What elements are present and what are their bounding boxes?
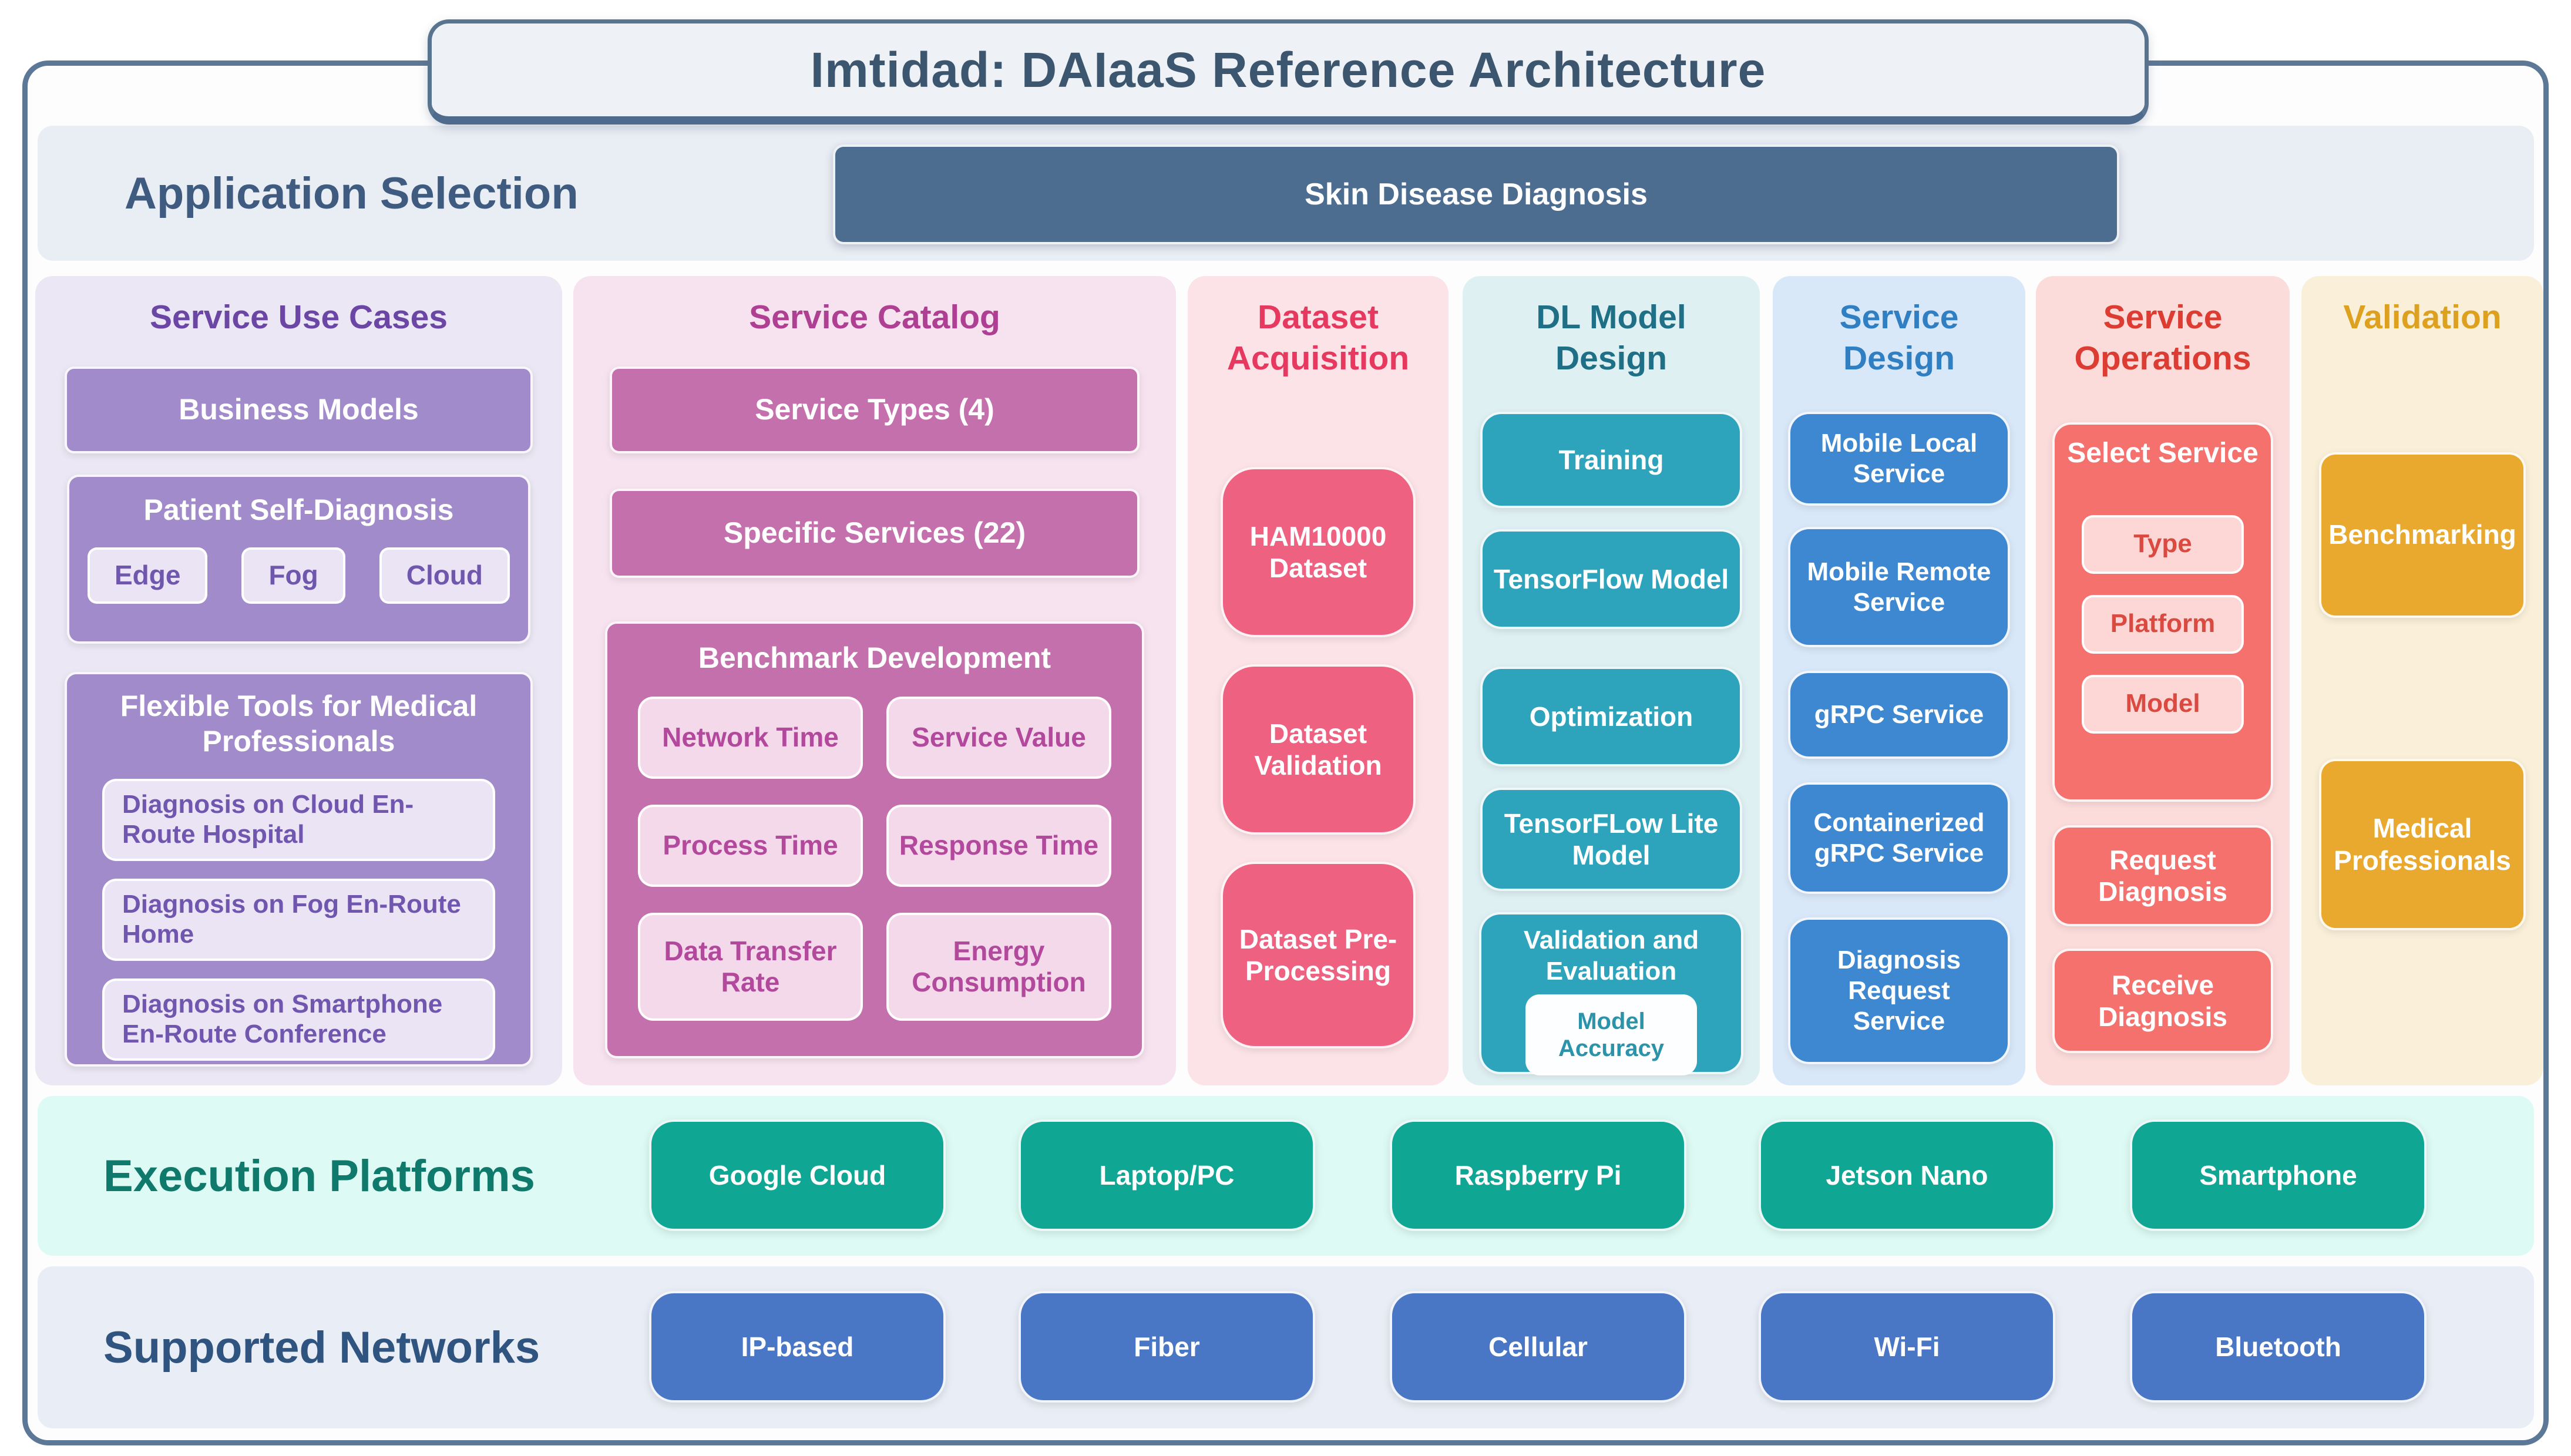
benchmark-development-title: Benchmark Development [698,641,1051,674]
network-bluetooth: Bluetooth [2130,1291,2427,1403]
chip-type: Type [2082,515,2244,574]
metric-energy-consumption: Energy Consumption [886,912,1111,1021]
specific-services-box: Specific Services (22) [610,488,1140,578]
execution-platforms-label: Execution Platforms [103,1151,535,1201]
model-accuracy-box: Model Accuracy [1525,994,1697,1075]
business-models-box: Business Models [65,366,533,453]
select-service-title: Select Service [2067,438,2259,469]
validation-evaluation-group: Validation and Evaluation Model Accuracy [1479,912,1743,1075]
validation-evaluation-title: Validation and Evaluation [1523,926,1699,986]
flexible-tools-group: Flexible Tools for Medical Professionals… [65,671,533,1067]
diagram-title: Imtidad: DAIaaS Reference Architecture [810,42,1766,97]
business-models-label: Business Models [179,393,419,426]
patient-self-diagnosis-group: Patient Self-Diagnosis Edge Fog Cloud [67,474,530,644]
specific-services-label: Specific Services (22) [723,516,1026,550]
flexible-tools-items: Diagnosis on Cloud En-Route Hospital Dia… [67,778,530,1061]
network-cellular: Cellular [1390,1291,1686,1403]
dataset-preprocessing-box: Dataset Pre-Processing [1221,862,1416,1049]
column-validation: Validation Benchmarking Medical Professi… [2301,276,2543,1085]
mobile-local-service-box: Mobile Local Service [1788,412,2010,506]
containerized-grpc-service-box: Containerized gRPC Service [1788,782,2010,895]
selected-application-box: Skin Disease Diagnosis [833,144,2119,244]
platform-google-cloud: Google Cloud [649,1119,946,1231]
deployment-chip-row: Edge Fog Cloud [69,547,528,604]
platform-raspberry-pi: Raspberry Pi [1390,1119,1686,1231]
platform-laptop-pc: Laptop/PC [1019,1119,1315,1231]
chip-edge: Edge [87,547,208,604]
chip-model: Model [2082,674,2244,734]
supported-networks-label: Supported Networks [103,1322,540,1373]
column-service-use-cases: Service Use Cases Business Models Patien… [35,276,562,1085]
medical-professionals-box: Medical Professionals [2319,758,2526,930]
service-catalog-title: Service Catalog [749,298,1000,336]
validation-title: Validation [2343,298,2502,336]
chip-cloud: Cloud [379,547,510,604]
metric-response-time: Response Time [886,804,1111,887]
flexible-tools-title: Flexible Tools for Medical Professionals [120,689,478,758]
dl-model-design-title: DL Model Design [1536,298,1686,377]
grpc-service-box: gRPC Service [1788,671,2010,759]
platform-jetson-nano: Jetson Nano [1759,1119,2055,1231]
chip-fog: Fog [241,547,345,604]
use-case-fog-home: Diagnosis on Fog En-Route Home [102,878,495,961]
metric-network-time: Network Time [638,696,863,779]
diagram-title-box: Imtidad: DAIaaS Reference Architecture [428,19,2149,125]
select-service-group: Select Service Type Platform Model [2052,422,2273,802]
column-service-catalog: Service Catalog Service Types (4) Specif… [573,276,1176,1085]
service-types-box: Service Types (4) [610,366,1140,453]
request-diagnosis-box: Request Diagnosis [2052,825,2273,927]
mobile-remote-service-box: Mobile Remote Service [1788,527,2010,648]
training-box: Training [1480,412,1742,509]
network-ip-based: IP-based [649,1291,946,1403]
metric-service-value: Service Value [886,696,1111,779]
column-service-design: Service Design Mobile Local Service Mobi… [1773,276,2025,1085]
benchmark-metrics-grid: Network Time Service Value Process Time … [638,696,1111,1021]
use-case-smartphone-conference: Diagnosis on Smartphone En-Route Confere… [102,978,495,1061]
dataset-acquisition-title: Dataset Acquisition [1226,298,1410,377]
receive-diagnosis-box: Receive Diagnosis [2052,949,2273,1054]
diagnosis-request-service-box: Diagnosis Request Service [1788,917,2010,1065]
chip-platform: Platform [2082,594,2244,654]
dataset-validation-box: Dataset Validation [1221,664,1416,835]
ham10000-dataset-box: HAM10000 Dataset [1221,467,1416,638]
column-service-operations: Service Operations Select Service Type P… [2036,276,2290,1085]
network-wifi: Wi-Fi [1759,1291,2055,1403]
service-use-cases-title: Service Use Cases [149,298,448,336]
service-types-label: Service Types (4) [755,393,994,426]
application-selection-label: Application Selection [125,168,579,218]
network-fiber: Fiber [1019,1291,1315,1403]
platform-smartphone: Smartphone [2130,1119,2427,1231]
selected-application-label: Skin Disease Diagnosis [1305,177,1648,211]
tensorflow-lite-model-box: TensorFLow Lite Model [1480,788,1742,892]
optimization-box: Optimization [1480,667,1742,767]
service-design-title: Service Design [1839,298,1959,377]
patient-self-diagnosis-title: Patient Self-Diagnosis [143,493,454,526]
benchmark-development-group: Benchmark Development Network Time Servi… [605,621,1144,1058]
column-dl-model-design: DL Model Design Training TensorFlow Mode… [1463,276,1760,1085]
metric-process-time: Process Time [638,804,863,887]
use-case-cloud-hospital: Diagnosis on Cloud En-Route Hospital [102,778,495,861]
column-dataset-acquisition: Dataset Acquisition HAM10000 Dataset Dat… [1188,276,1449,1085]
service-operations-title: Service Operations [2074,298,2251,377]
tensorflow-model-box: TensorFlow Model [1480,529,1742,630]
metric-data-transfer-rate: Data Transfer Rate [638,912,863,1021]
benchmarking-box: Benchmarking [2319,452,2526,618]
